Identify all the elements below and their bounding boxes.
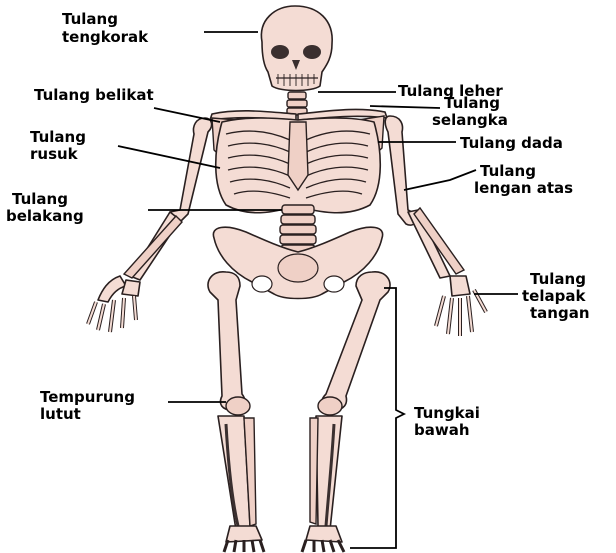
lower-leg-right: [310, 416, 342, 530]
hand-left: [88, 276, 140, 332]
femur-left: [208, 272, 245, 410]
sternum: [288, 122, 308, 190]
skull: [261, 6, 332, 91]
kneecap-right: [318, 397, 342, 415]
label-leg-line2: bawah: [414, 421, 470, 439]
neck-vertebrae: [287, 92, 307, 115]
label-humerus-line2: lengan atas: [474, 179, 573, 197]
label-hand-line2: telapak: [522, 287, 586, 305]
label-ribs-line1: Tulang: [30, 128, 86, 146]
label-kneecap-line1: Tempurung: [40, 388, 135, 406]
rib-cage: [216, 118, 381, 213]
label-spine-line1: Tulang: [12, 190, 68, 208]
humerus-right: [385, 116, 417, 225]
label-leg-line1: Tungkai: [414, 404, 480, 422]
label-hand-line1: Tulang: [530, 270, 586, 288]
label-clavicle-line2: selangka: [432, 111, 508, 129]
kneecap-left: [226, 397, 250, 415]
label-skull-line2: tengkorak: [62, 28, 149, 46]
leader-ribs: [118, 146, 220, 168]
spine: [280, 205, 316, 254]
leader-humerus: [404, 170, 476, 190]
label-spine-line2: belakang: [6, 207, 84, 225]
label-hand-line3: tangan: [530, 304, 590, 322]
hand-right: [436, 276, 486, 336]
foot-left: [224, 526, 264, 552]
femur-right: [322, 272, 390, 410]
label-sternum: Tulang dada: [460, 134, 563, 152]
humerus-left: [169, 118, 212, 223]
leader-scapula: [154, 108, 220, 122]
label-scapula: Tulang belikat: [34, 86, 154, 104]
label-clavicle-line1: Tulang: [444, 94, 500, 112]
label-humerus-line1: Tulang: [480, 162, 536, 180]
foot-right: [302, 526, 344, 552]
label-skull-line1: Tulang: [62, 10, 118, 28]
label-ribs-line2: rusuk: [30, 145, 79, 163]
label-kneecap-line2: lutut: [40, 405, 81, 423]
lower-leg-left: [218, 416, 256, 530]
leader-clavicle: [370, 106, 440, 108]
